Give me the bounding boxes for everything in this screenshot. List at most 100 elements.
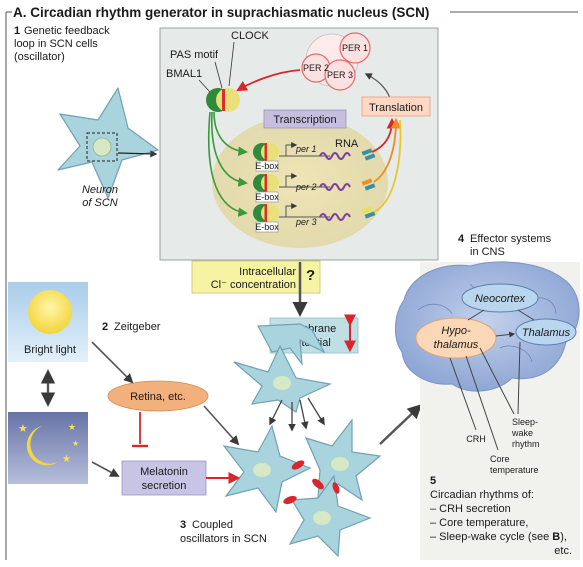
translation-box	[361, 96, 431, 117]
per2-label: PER 2	[303, 63, 329, 73]
gene-row-per3: E-box per 3	[253, 203, 376, 233]
sleep-line-2	[517, 341, 521, 415]
pas-pointer	[214, 61, 223, 89]
transcription-label: Transcription	[273, 114, 336, 126]
section4-line2: in CNS	[470, 246, 505, 258]
gene-label-per1: per 1	[295, 144, 317, 154]
zeitgeber-label: Zeitgeber	[114, 321, 161, 333]
sleep-wake-label-2: wake	[511, 428, 533, 438]
intracellular-line2: Cl⁻ concentration	[211, 279, 296, 291]
crh-label: CRH	[466, 434, 486, 444]
clock-label: CLOCK	[231, 30, 270, 42]
bmal1-pointer	[198, 79, 211, 93]
hypothalamus-label-1: Hypo-	[441, 325, 471, 337]
down-arrow-3	[299, 399, 309, 430]
per-inhibition-arrow	[236, 69, 301, 92]
section3-number: 3	[180, 519, 186, 531]
scn-cell-upper-nucleus	[273, 376, 291, 390]
star-icon-2: ★	[68, 422, 76, 432]
per3-protein	[324, 59, 356, 91]
translation-arrow-per3	[373, 119, 402, 213]
clock-bmal1-dimer	[206, 88, 240, 112]
ebox-label-3: E-box	[255, 222, 279, 232]
pas-motif-label: PAS motif	[170, 49, 219, 61]
neocortex-label: Neocortex	[475, 293, 526, 305]
intracellular-line1: Intracellular	[239, 266, 296, 278]
activation-arrow-per3	[207, 111, 248, 217]
core-temp-label-1: Core	[490, 454, 510, 464]
hypothalamus-oval	[415, 317, 497, 359]
hypo-thalamus-link	[495, 331, 516, 338]
section5-number: 5	[430, 475, 436, 487]
section5-heading: Circadian rhythms of:	[430, 489, 534, 501]
coupled-oscillators	[222, 418, 382, 558]
core-temp-line	[465, 355, 499, 451]
bright-light-label: Bright light	[24, 344, 76, 356]
star-icon-1: ★	[18, 423, 28, 435]
clock-pointer	[228, 41, 235, 87]
zoom-box	[86, 132, 118, 162]
down-arrow-4	[307, 397, 325, 426]
intracellular-cl-box	[191, 260, 321, 294]
core-temp-label-2: temperature	[490, 465, 539, 475]
gene-row-per1: E-box per 1	[253, 142, 376, 172]
section4-line1: Effector systems	[470, 233, 552, 245]
neuron-label-1: Neuron	[82, 184, 118, 196]
ebox-label-2: E-box	[255, 192, 279, 202]
question-mark: ?	[306, 267, 315, 284]
neuron-label-2: of SCN	[82, 197, 118, 209]
section5-item2: – Core temperature,	[430, 517, 528, 529]
section4-number: 4	[458, 233, 465, 245]
section3-line2: oscillators in SCN	[180, 533, 267, 545]
ebox-label-1: E-box	[255, 161, 279, 171]
retina-to-scn-arrow	[203, 405, 240, 446]
section3-line1: Coupled	[192, 519, 233, 531]
star-icon-4: ★	[62, 454, 71, 465]
night-to-melatonin-arrow	[91, 461, 120, 477]
section5-item3: – Sleep-wake cycle (see B),	[430, 531, 567, 543]
rna-strand-1	[319, 152, 351, 160]
gene-label-per2: per 2	[295, 182, 317, 192]
zeitgeber-number: 2	[102, 321, 108, 333]
melatonin-label-1: Melatonin	[140, 466, 188, 478]
retina-label: Retina, etc.	[130, 391, 186, 403]
star-icon-3: ★	[72, 439, 79, 448]
section5-etc: etc.	[554, 545, 572, 557]
per1-protein	[339, 32, 371, 64]
scn-neuron	[57, 87, 159, 199]
rna-label: RNA	[335, 138, 359, 150]
section1-number: 1	[14, 25, 20, 37]
down-arrow-1	[269, 399, 283, 426]
section1-line3: (oscillator)	[14, 51, 65, 63]
light-to-retina-arrow	[91, 341, 134, 384]
sun-icon	[28, 290, 72, 334]
neocortex-thalamus-link	[517, 309, 535, 321]
zoom-arrow	[117, 150, 158, 158]
per-proteins: PER 1 PER 2 PER 3	[301, 32, 371, 91]
section1-line1: Genetic feedback	[24, 25, 110, 37]
activation-arrow-per2	[211, 111, 248, 187]
sleep-wake-label-1: Sleep-	[512, 417, 538, 427]
section5-item1: – CRH secretion	[430, 503, 511, 515]
sleep-line-1	[479, 347, 515, 415]
activation-arrow-per1	[213, 111, 248, 157]
per1-label: PER 1	[342, 43, 368, 53]
scn-to-effectors-arrow	[379, 404, 423, 445]
translation-label: Translation	[369, 102, 423, 114]
gene-row-per2: E-box per 2	[253, 173, 376, 203]
translation-arrow-per2	[373, 117, 402, 183]
hypo-neocortex-link	[467, 309, 485, 321]
retina-oval	[107, 380, 209, 412]
thalamus-oval	[515, 318, 577, 346]
neocortex-oval	[461, 283, 539, 313]
diagram-title: A. Circadian rhythm generator in suprach…	[13, 5, 429, 20]
hypothalamus-label-2: thalamus	[434, 339, 479, 351]
crh-line	[449, 357, 477, 431]
gene-label-per3: per 3	[295, 217, 317, 227]
section1-line2: loop in SCN cells	[14, 38, 98, 50]
bmal1-label: BMAL1	[166, 68, 202, 80]
melatonin-label-2: secretion	[142, 480, 187, 492]
per3-label: PER 3	[327, 70, 353, 80]
